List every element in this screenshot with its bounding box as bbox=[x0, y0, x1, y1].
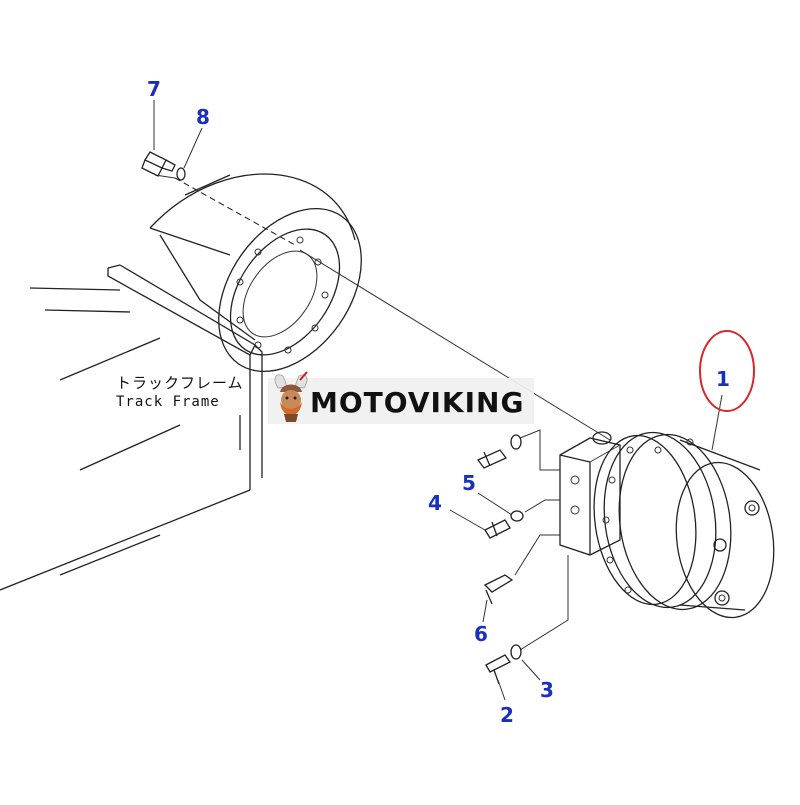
watermark-text: MOTOVIKING bbox=[310, 386, 524, 419]
callout-6: 6 bbox=[474, 622, 488, 646]
callout-3: 3 bbox=[540, 678, 554, 702]
flange-bolt-holes bbox=[236, 236, 329, 354]
motor-bolt-holes bbox=[602, 438, 694, 594]
track-frame bbox=[0, 173, 362, 591]
callout-1: 1 bbox=[716, 367, 730, 391]
bolt-7 bbox=[141, 151, 176, 177]
viking-logo-icon bbox=[274, 371, 308, 422]
frame-label: トラックフレーム Track Frame bbox=[116, 374, 244, 410]
watermark-background bbox=[268, 378, 534, 424]
highlight-ring bbox=[699, 330, 755, 412]
fitting-2 bbox=[485, 644, 522, 685]
callout-4: 4 bbox=[428, 491, 442, 515]
fitting-top bbox=[476, 434, 522, 469]
fitting-4 bbox=[484, 510, 524, 539]
frame-label-jp: トラックフレーム bbox=[116, 374, 244, 392]
frame-label-en: Track Frame bbox=[116, 394, 220, 410]
fitting-6 bbox=[483, 574, 514, 605]
final-drive-motor bbox=[559, 431, 775, 619]
callout-2: 2 bbox=[500, 703, 514, 727]
leader-lines bbox=[154, 174, 611, 651]
callout-5: 5 bbox=[462, 471, 476, 495]
callout-7: 7 bbox=[147, 77, 161, 101]
callouts: 7 8 1 5 4 6 3 2 bbox=[147, 77, 755, 727]
fittings bbox=[141, 151, 524, 685]
watermark-banner: MOTOVIKING bbox=[268, 371, 534, 424]
washer-8 bbox=[176, 167, 186, 181]
callout-8: 8 bbox=[196, 105, 210, 129]
